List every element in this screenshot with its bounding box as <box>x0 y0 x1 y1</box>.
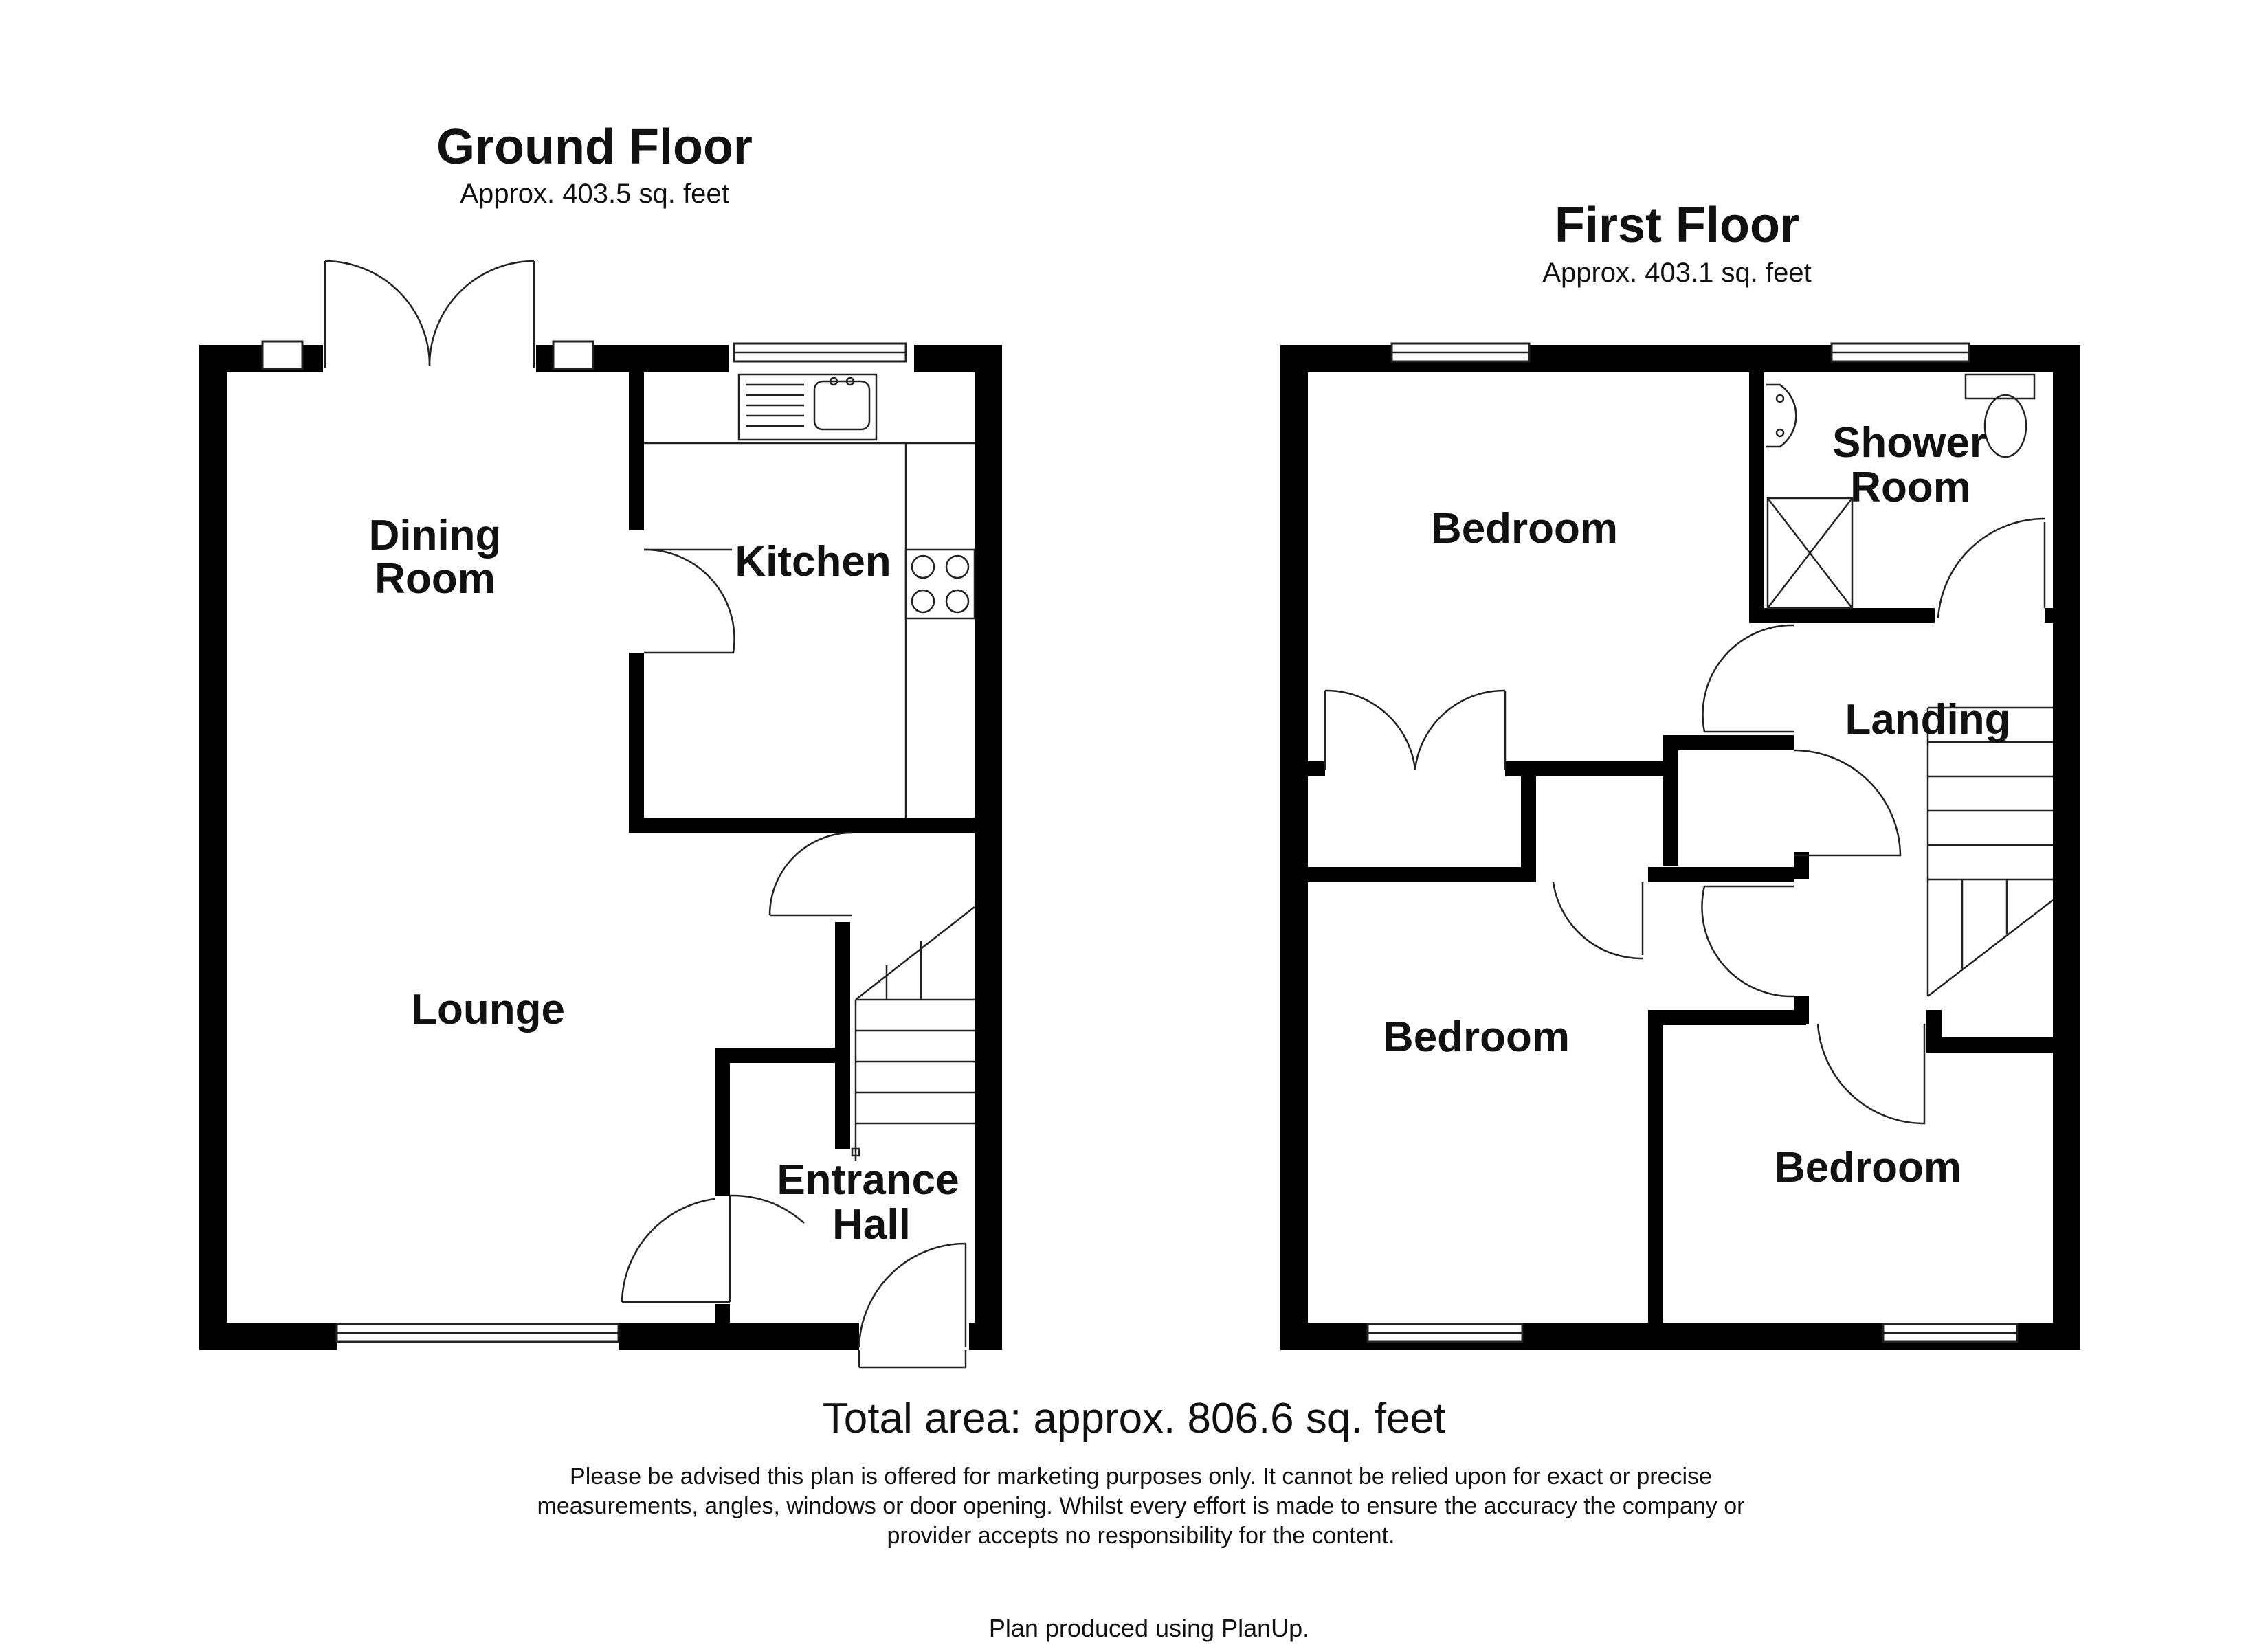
window <box>261 340 304 370</box>
room-label-kitchen: Kitchen <box>735 538 891 585</box>
room-label-hall: Hall <box>832 1201 911 1248</box>
kitchen-hob <box>904 548 976 620</box>
plan-credit: Plan produced using PlanUp. <box>989 1614 1309 1642</box>
disclaimer-line-3: provider accepts no responsibility for t… <box>887 1523 1395 1549</box>
room-label-bedroom-2: Bedroom <box>1383 1013 1570 1061</box>
kitchen-sink <box>737 373 878 441</box>
staircase-first-floor <box>1926 706 2054 997</box>
front-door <box>858 1242 967 1369</box>
ground-floor-title: Ground Floor <box>436 120 753 175</box>
room-label-dining-2: Room <box>375 555 496 603</box>
room-label-lounge: Lounge <box>411 986 565 1033</box>
shower-room-fittings <box>1766 373 2036 609</box>
room-label-bedroom-1: Bedroom <box>1431 505 1618 552</box>
first-floor-plan: Bedroom Shower Room Landing Bedroom Bedr… <box>1280 342 2080 1350</box>
room-label-landing: Landing <box>1845 696 2010 743</box>
room-label-bedroom-3: Bedroom <box>1775 1144 1961 1191</box>
ground-floor-plan: Dining Room Kitchen Lounge Entrance Hall <box>199 260 1002 1369</box>
room-label-dining: Dining <box>369 512 502 559</box>
disclaimer-line-2: measurements, angles, windows or door op… <box>537 1493 1745 1519</box>
ground-floor-area: Approx. 403.5 sq. feet <box>460 179 729 209</box>
window <box>552 340 594 370</box>
room-label-shower: Shower <box>1832 419 1986 467</box>
room-label-entrance: Entrance <box>777 1156 959 1204</box>
total-area: Total area: approx. 806.6 sq. feet <box>823 1395 1445 1442</box>
first-floor-title: First Floor <box>1555 198 1799 253</box>
french-doors <box>324 260 535 368</box>
room-label-shower-2: Room <box>1850 464 1971 511</box>
first-floor-area: Approx. 403.1 sq. feet <box>1542 258 1811 288</box>
disclaimer-line-1: Please be advised this plan is offered f… <box>570 1463 1712 1490</box>
staircase <box>851 906 975 1161</box>
